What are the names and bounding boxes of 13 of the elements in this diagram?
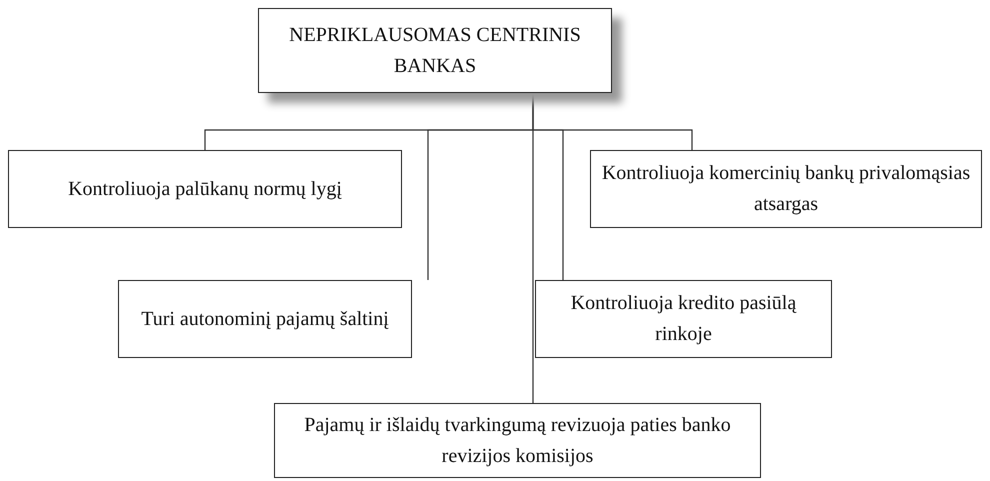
node-text: NEPRIKLAUSOMAS CENTRINIS BANKAS [288, 22, 582, 78]
node-text: Pajamų ir išlaidų tvarkingumą revizuoja paties banko revizijos komisijos [303, 412, 732, 468]
function-box [8, 150, 402, 228]
node-text: Kontroliuoja komercinių bankų privalomąsias atsargas [601, 161, 971, 217]
node-text: Turi autonominį pajamų šaltinį [141, 306, 389, 332]
function-box [590, 150, 982, 228]
connector-line [532, 93, 693, 150]
function-box [118, 280, 412, 358]
org-box [258, 8, 612, 93]
node-text: Kontroliuoja palūkanų normų lygį [68, 176, 342, 202]
function-box [535, 280, 832, 358]
node-text: Kontroliuoja kredito pasiūlą rinkoje [570, 291, 798, 347]
function-box [274, 403, 761, 478]
